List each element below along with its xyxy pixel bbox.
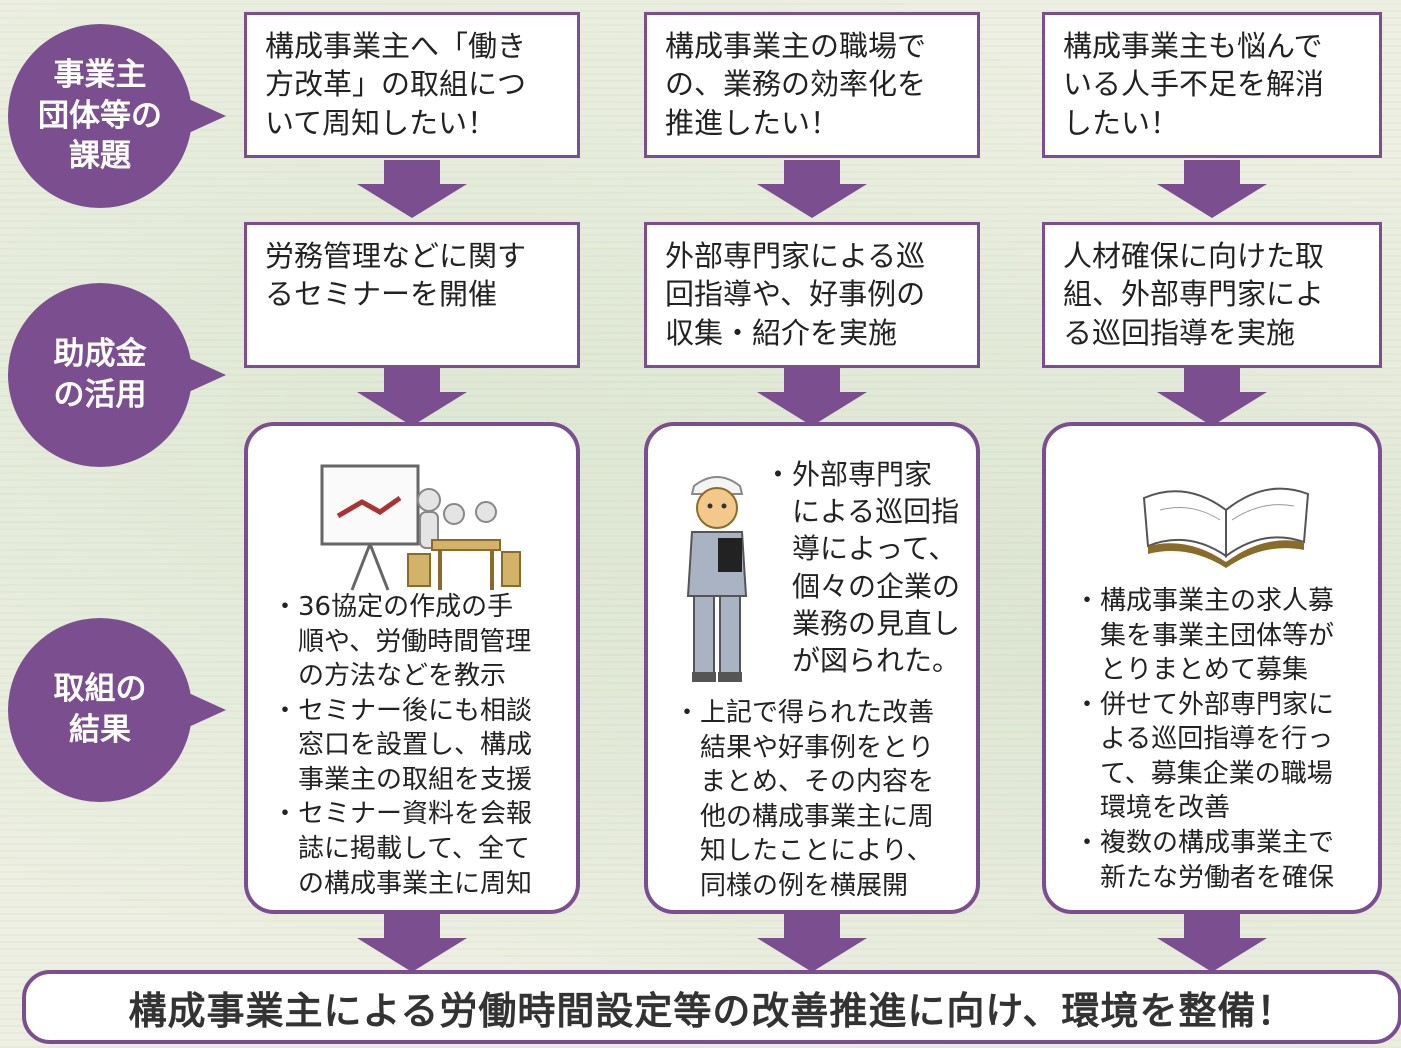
result-top-list-2: ・外部専門家 による巡回指 導によって、 個々の企業の 業務の見直し が図られた… — [764, 456, 960, 679]
challenge-box-2: 構成事業主の職場で の、業務の効率化を 推進したい！ — [644, 12, 980, 158]
result-list-2: ・上記で得られた改善 結果や好事例をとり まとめ、その内容を 他の構成事業主に周… — [674, 696, 934, 903]
result-box-1: ・36協定の作成の手 順や、労働時間管理 の方法などを教示 ・セミナー後にも相談… — [244, 422, 580, 914]
result-list-1: ・36協定の作成の手 順や、労働時間管理 の方法などを教示 ・セミナー後にも相談… — [272, 590, 532, 901]
down-arrow — [1157, 368, 1267, 426]
down-arrow — [1157, 914, 1267, 972]
down-arrow — [757, 160, 867, 218]
down-arrow — [357, 368, 467, 426]
inspector-illustration — [686, 476, 748, 682]
result-box-3: ・構成事業主の求人募 集を事業主団体等が とりまとめて募集 ・併せて外部専門家に… — [1042, 422, 1382, 914]
down-arrow — [757, 914, 867, 972]
list-item: ・セミナー後にも相談 窓口を設置し、構成 事業主の取組を支援 — [272, 695, 533, 795]
list-item: ・構成事業主の求人募 集を事業主団体等が とりまとめて募集 — [1074, 586, 1335, 686]
down-arrow — [757, 368, 867, 426]
challenge-box-3: 構成事業主も悩んで いる人手不足を解消 したい！ — [1042, 12, 1382, 158]
subsidy-box-1: 労務管理などに関す るセミナーを開催 — [244, 222, 580, 368]
subsidy-box-2: 外部専門家による巡 回指導や、好事例の 収集・紹介を実施 — [644, 222, 980, 368]
down-arrow — [1157, 160, 1267, 218]
subsidy-box-3: 人材確保に向けた取 組、外部専門家によ る巡回指導を実施 — [1042, 222, 1382, 368]
list-item: ・上記で得られた改善 結果や好事例をとり まとめ、その内容を 他の構成事業主に周… — [674, 698, 935, 901]
down-arrow — [357, 160, 467, 218]
seminar-illustration — [320, 464, 521, 591]
list-item: ・セミナー資料を会報 誌に掲載して、全て の構成事業主に周知 — [272, 799, 533, 899]
list-item: ・外部専門家 による巡回指 導によって、 個々の企業の 業務の見直し が図られた… — [764, 458, 961, 678]
label-result: 取組の 結果 — [8, 618, 226, 802]
list-item: ・複数の構成事業主で 新たな労働者を確保 — [1074, 828, 1335, 893]
label-subsidy: 助成金 の活用 — [8, 283, 226, 467]
result-box-2: ・外部専門家 による巡回指 導によって、 個々の企業の 業務の見直し が図られた… — [644, 422, 980, 914]
result-list-3: ・構成事業主の求人募 集を事業主団体等が とりまとめて募集 ・併せて外部専門家に… — [1074, 584, 1334, 895]
open-book-illustration — [1142, 487, 1310, 568]
list-item: ・併せて外部専門家に よる巡回指導を行っ て、募集企業の職場 環境を改善 — [1074, 689, 1335, 824]
conclusion-banner: 構成事業主による労働時間設定等の改善推進に向け、環境を整備！ — [22, 970, 1401, 1044]
list-item: ・36協定の作成の手 順や、労働時間管理 の方法などを教示 — [272, 592, 532, 692]
down-arrow — [357, 914, 467, 972]
challenge-box-1: 構成事業主へ「働き 方改革」の取組につ いて周知したい！ — [244, 12, 580, 158]
label-challenge: 事業主 団体等の 課題 — [8, 24, 226, 208]
